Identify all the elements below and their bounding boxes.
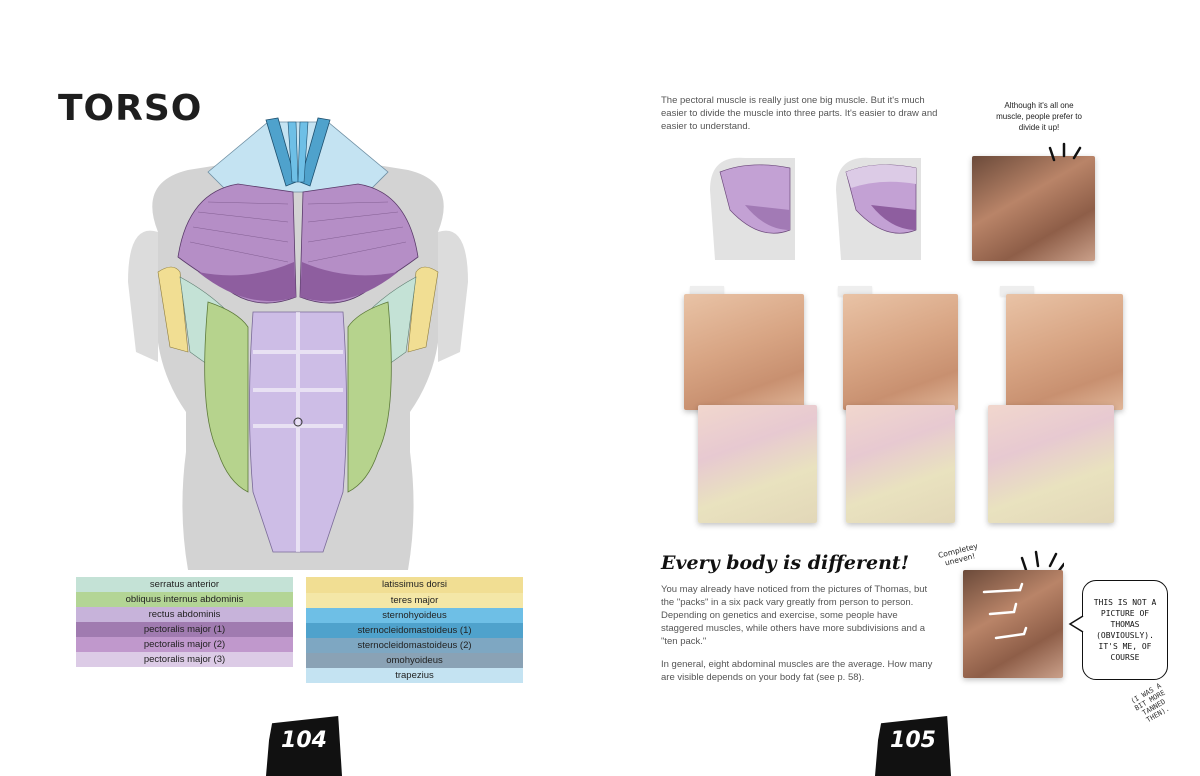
- pectoral-photo: [972, 156, 1095, 261]
- legend-row: obliquus internus abdominis: [76, 592, 293, 607]
- speech-bubble-tail: [1068, 615, 1084, 633]
- pectoral-diagram-2: [836, 157, 921, 260]
- legend-row: sternocleidomastoideus (2): [306, 638, 523, 653]
- legend-row: sternocleidomastoideus (1): [306, 623, 523, 638]
- sternohyoideus-2: [297, 121, 309, 183]
- page-number-left: 104: [266, 716, 342, 776]
- callout-text: Although it's all one muscle, people pre…: [996, 101, 1082, 132]
- anatomy-overlay-photo-1: [698, 405, 817, 523]
- side-note: (I WAS A BIT MORE TANNED THEN).: [1129, 681, 1171, 725]
- legend-row: latissimus dorsi: [306, 577, 523, 593]
- tape: [1000, 286, 1034, 296]
- section-heading: Every body is different!: [661, 552, 910, 574]
- torso-photo-3: [1006, 294, 1123, 410]
- legend-right: latissimus dorsi teres major sternohyoid…: [306, 577, 523, 683]
- surprise-marks-icon: [1048, 142, 1082, 162]
- page-number-right: 105: [875, 716, 951, 776]
- navel: [293, 417, 303, 427]
- latissimus-right: [407, 266, 439, 353]
- speech-bubble: THIS IS NOT A PICTURE OF THOMAS (OBVIOUS…: [1082, 580, 1168, 680]
- legend-left: serratus anterior obliquus internus abdo…: [76, 577, 293, 667]
- exclamation-marks-icon: [1020, 550, 1064, 574]
- legend-row: pectoralis major (1): [76, 622, 293, 637]
- tape: [838, 286, 872, 296]
- intro-text: The pectoral muscle is really just one b…: [661, 95, 938, 132]
- body-paragraph-2: In general, eight abdominal muscles are …: [661, 659, 933, 683]
- legend-row: serratus anterior: [76, 577, 293, 592]
- speech-bubble-text: THIS IS NOT A PICTURE OF THOMAS (OBVIOUS…: [1093, 598, 1157, 662]
- legend-row: rectus abdominis: [76, 607, 293, 622]
- right-shoulder: [438, 230, 468, 362]
- pectoralis-left-lower: [198, 262, 296, 302]
- torso-photo-2: [843, 294, 958, 410]
- body-paragraph-1: You may already have noticed from the pi…: [661, 584, 928, 647]
- pectoralis-right-lower: [300, 262, 398, 302]
- completely-uneven-label: Completey uneven!: [937, 541, 979, 568]
- tape: [690, 286, 724, 296]
- oblique-right: [347, 301, 392, 493]
- legend-row: pectoralis major (3): [76, 652, 293, 667]
- page-title: TORSO: [58, 88, 203, 129]
- legend-row: teres major: [306, 593, 523, 608]
- uneven-abs-photo: [963, 570, 1063, 678]
- latissimus-left: [157, 266, 189, 353]
- legend-row: pectoralis major (2): [76, 637, 293, 652]
- anatomy-overlay-photo-2: [846, 405, 955, 523]
- legend-row: trapezius: [306, 668, 523, 683]
- torso-anatomy-illustration: [128, 117, 468, 570]
- anatomy-overlay-photo-3: [988, 405, 1114, 523]
- pec-fibers: [189, 201, 407, 263]
- torso-photo-1: [684, 294, 804, 410]
- uneven-lines-overlay: [982, 582, 1028, 640]
- oblique-left: [204, 301, 249, 493]
- pectoral-diagram-1: [710, 157, 795, 260]
- legend-row: sternohyoideus: [306, 608, 523, 623]
- left-shoulder: [128, 230, 158, 362]
- legend-row: omohyoideus: [306, 653, 523, 668]
